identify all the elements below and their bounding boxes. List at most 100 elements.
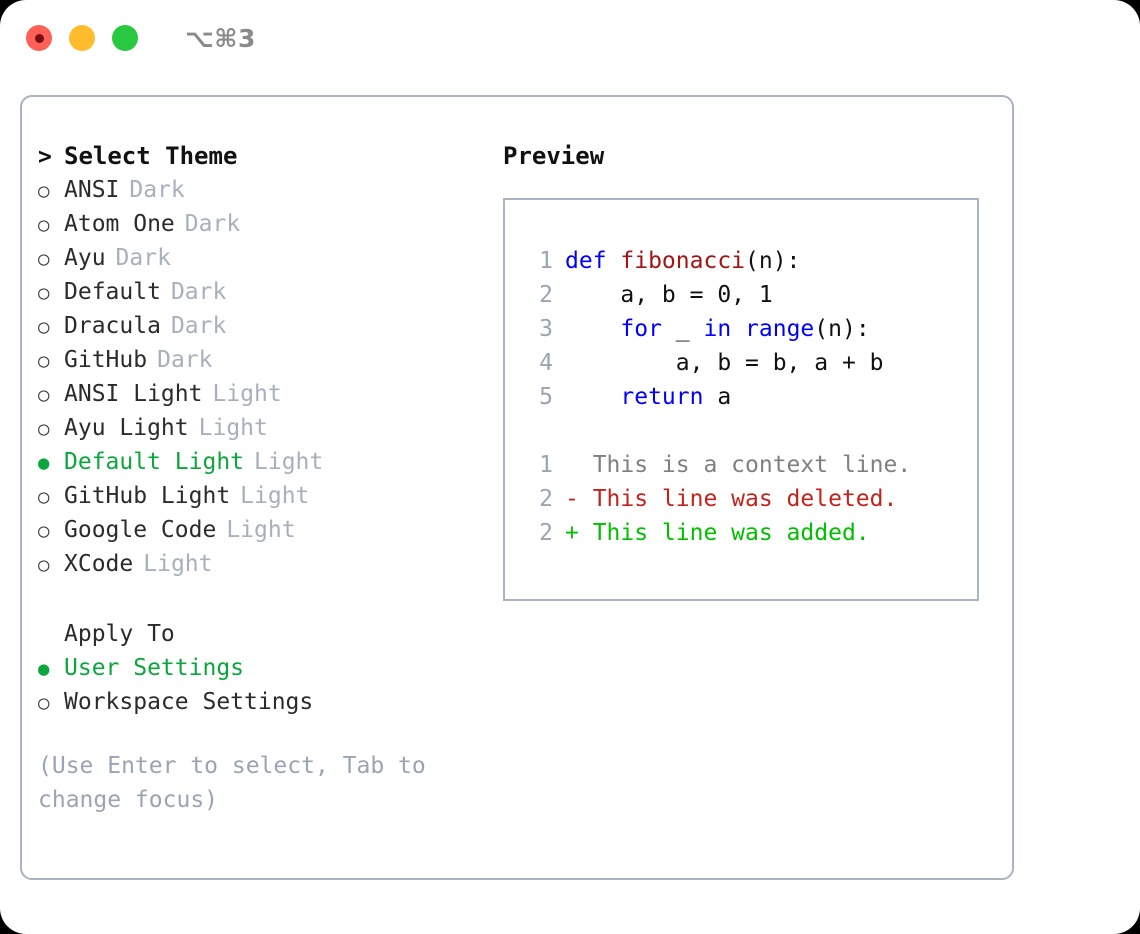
theme-list-header: > Select Theme (38, 139, 498, 173)
theme-item-label: ANSI Light (64, 381, 203, 407)
code-line-text: for _ in range(n): (565, 312, 870, 346)
theme-item-variant-tag: Dark (157, 347, 213, 373)
radio-unselected-icon[interactable]: ○ (38, 692, 50, 714)
code-line-text: def fibonacci(n): (565, 244, 800, 278)
theme-item-label: Default (64, 279, 161, 305)
code-token-kw: def (565, 248, 621, 274)
code-line-text: a, b = b, a + b (565, 346, 884, 380)
code-line-text: a, b = 0, 1 (565, 278, 773, 312)
code-token-plain: a (717, 384, 732, 410)
code-token-kw: in (703, 316, 746, 342)
theme-item-label: XCode (64, 551, 134, 577)
keyboard-hint: (Use Enter to select, Tab to change focu… (38, 749, 458, 817)
theme-item-label: Ayu (64, 245, 106, 271)
radio-unselected-icon[interactable]: ○ (38, 384, 50, 406)
code-token-plain: a, b = 0, 1 (620, 282, 773, 308)
maximize-button[interactable] (112, 25, 138, 51)
code-token-kw: return (620, 384, 718, 410)
code-token-plain: (n): (745, 248, 801, 274)
theme-item-label: GitHub Light (64, 483, 231, 509)
spacer (38, 581, 498, 617)
radio-unselected-icon[interactable]: ○ (38, 418, 50, 440)
code-token-plain: _ (675, 316, 704, 342)
radio-unselected-icon[interactable]: ○ (38, 350, 50, 372)
code-line-text: - This line was deleted. (565, 482, 897, 516)
theme-list-item[interactable]: ○ Atom One Dark (38, 207, 498, 241)
theme-item-label: Atom One (64, 211, 175, 237)
line-number: 2 (539, 486, 553, 512)
theme-item-variant-tag: Dark (115, 245, 171, 271)
line-number: 1 (539, 452, 553, 478)
theme-item-label: Ayu Light (64, 415, 189, 441)
radio-unselected-icon[interactable]: ○ (38, 214, 50, 236)
theme-item-variant-tag: Light (198, 415, 268, 441)
code-token-kw: for (620, 316, 676, 342)
radio-unselected-icon[interactable]: ○ (38, 316, 50, 338)
theme-item-variant-tag: Light (212, 381, 282, 407)
radio-unselected-icon[interactable]: ○ (38, 486, 50, 508)
caret-icon: > (38, 144, 52, 170)
radio-unselected-icon[interactable]: ○ (38, 248, 50, 270)
apply-to-item[interactable]: ○ Workspace Settings (38, 685, 498, 719)
diff-line: 2 - This line was deleted. (505, 482, 977, 516)
code-line: 1 def fibonacci(n): (505, 244, 977, 278)
spacer (505, 414, 977, 448)
theme-item-variant-tag: Dark (170, 313, 227, 339)
radio-unselected-icon[interactable]: ○ (38, 554, 50, 576)
diff-line: 2+ This line was added. (505, 516, 977, 550)
theme-list-item[interactable]: ○ GitHub Dark (38, 343, 498, 377)
theme-item-variant-tag: Light (226, 517, 296, 543)
apply-to-item-label: User Settings (64, 655, 245, 681)
line-number: 2 (539, 282, 553, 308)
radio-unselected-icon[interactable]: ○ (38, 282, 50, 304)
radio-selected-icon[interactable]: ● (38, 452, 50, 474)
apply-to-list: ● User Settings ○ Workspace Settings (38, 651, 498, 719)
theme-list-item[interactable]: ○ ANSI Light Light (38, 377, 498, 411)
apply-to-item[interactable]: ● User Settings (38, 651, 498, 685)
line-number: 4 (539, 350, 553, 376)
theme-item-label: GitHub (64, 347, 148, 373)
radio-unselected-icon[interactable]: ○ (38, 180, 50, 202)
keyboard-shortcut-label: ⌥⌘3 (185, 23, 256, 53)
theme-item-label: Dracula (64, 313, 161, 339)
code-line-text: + This line was added. (565, 516, 870, 550)
keyboard-hint-line-1: (Use Enter to select, Tab to (38, 753, 426, 779)
theme-item-label: Google Code (64, 517, 217, 543)
theme-item-variant-tag: Light (254, 449, 324, 475)
keyboard-hint-line-2: change focus) (38, 787, 219, 813)
theme-list-item[interactable]: ○ Ayu Light Light (38, 411, 498, 445)
preview-title: Preview (503, 142, 605, 170)
code-token-plain: a, b = b, a + b (675, 350, 884, 376)
code-line-text: return a (565, 380, 731, 414)
minimize-button[interactable] (69, 25, 95, 51)
code-line-text: This is a context line. (565, 448, 912, 482)
code-token-ctx: This is a context line. (565, 452, 912, 478)
close-button[interactable] (26, 25, 52, 51)
theme-item-variant-tag: Dark (184, 211, 241, 237)
code-token-plain: (n): (814, 316, 870, 342)
theme-list-item[interactable]: ○ Dracula Dark (38, 309, 498, 343)
theme-list-item[interactable]: ○ Google Code Light (38, 513, 498, 547)
line-number: 5 (539, 384, 553, 410)
code-token-add: + This line was added. (565, 520, 870, 546)
code-line: 2 a, b = 0, 1 (505, 278, 977, 312)
radio-unselected-icon[interactable]: ○ (38, 520, 50, 542)
theme-list-item[interactable]: ○ Ayu Dark (38, 241, 498, 275)
code-line: 3 for _ in range(n): (505, 312, 977, 346)
line-number: 1 (539, 248, 553, 274)
apply-to-item-label: Workspace Settings (64, 689, 314, 715)
radio-selected-icon[interactable]: ● (38, 658, 50, 680)
apply-to-header-label: Apply To (64, 621, 175, 647)
line-number: 3 (539, 316, 553, 342)
